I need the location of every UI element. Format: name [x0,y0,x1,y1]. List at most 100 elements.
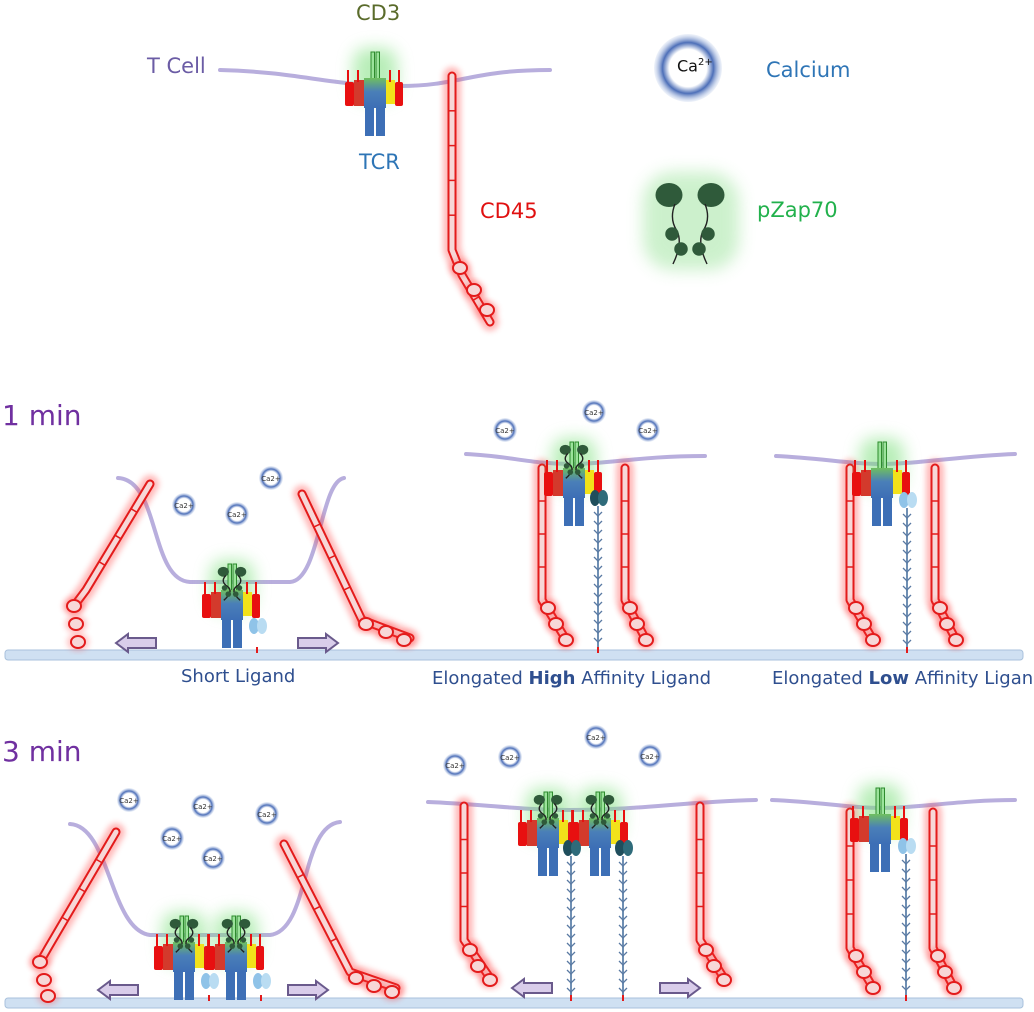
caption-high-affinity: Elongated High Affinity Ligand [432,670,711,688]
push-arrow-right [297,632,340,654]
calcium-ion-label: Ca2+ [586,734,606,742]
pzap70-domain [563,463,570,469]
ligand-chevron [618,897,628,903]
cd45-bead [558,633,574,647]
cd45-bead [348,971,364,985]
ligand-chevron [566,960,576,966]
pzap70-head [551,794,563,805]
cd3-red-3 [395,82,403,106]
ligand-chevron [566,951,576,957]
calcium-ion-label: Ca2+ [193,803,213,811]
legend-calcium-ion [654,34,722,102]
cd45-segment [296,873,305,879]
calcium-ion-small [584,725,608,749]
ligand-chevron [902,513,912,519]
push-arrow-right [659,977,702,999]
cd45-bead [865,981,881,995]
ligand-chevron [618,933,628,939]
ligand-head [623,840,633,856]
ligand-chevron [618,906,628,912]
tcr-body [173,942,195,972]
cd45-bead [36,973,52,987]
ligand-chevron [901,895,911,901]
cd3-yellow [585,470,594,494]
caption-high-post: Affinity Ligand [575,668,712,689]
cd3-red-2 [163,944,173,970]
cd45-core [37,829,119,965]
cd3-yellow [891,816,900,840]
ligand-head [899,492,909,508]
tcr-body [869,814,891,844]
calcium-ion-small [493,418,517,442]
tcr-alpha [365,108,374,136]
ligand-head [907,492,917,508]
cd3-legend-label: CD3 [356,1,401,25]
legend-pzap70-glow [643,172,739,270]
pzap70-head [577,444,589,455]
ligand-head [571,840,581,856]
cd45-bead [466,283,482,297]
cd45-bead [930,949,946,963]
pzap70-domain [221,585,228,591]
cd3-red [850,818,859,842]
cd45-bead [378,625,394,639]
cd3-yellow [386,80,395,104]
cd45-segment [95,858,103,864]
calcium-ion-label: Ca2+ [500,754,520,762]
cd3-red-2 [553,470,563,496]
cd3-red-3 [256,946,264,970]
cd3-red-3 [902,472,910,496]
pzap70-molecule [217,566,247,601]
pzap70-domain [567,469,574,475]
ligand-chevron [566,879,576,885]
ligand-chevron [593,511,603,517]
ligand-chevron [618,879,628,885]
calcium-ion [582,400,606,424]
ligand-chevron [901,886,911,892]
row2-low-cd45-left [841,803,884,997]
ligand-head [201,973,211,989]
pzap70-domain [184,943,191,949]
ligand-chevron [902,612,912,618]
calcium-ion-label: Ca2+ [640,753,660,761]
cd45-bead [540,601,556,615]
tcr-alpha [870,844,879,872]
pzap70-molecule [221,918,251,953]
cd45-segment [114,534,122,540]
calcium-ion-small [255,802,279,826]
row2-low-cd45-right [924,803,965,997]
row2-high-cd45-left [455,797,501,989]
tcr-legend-label: TCR [359,150,400,174]
cd45-legend-label: CD45 [480,199,538,223]
ligand-chevron [901,949,911,955]
cd45-bead [848,949,864,963]
ligand-chevron [566,978,576,984]
ligand-chevron [593,592,603,598]
push-arrow-left [96,979,139,1001]
ligand-chevron [593,547,603,553]
cd3-red-2 [859,816,869,842]
pzap70-head [655,183,683,207]
calcium-ion-small [201,846,225,870]
ligand [563,840,581,1001]
pzap70-domain [537,813,544,819]
pzap70-domain [541,819,548,825]
ligand-head [898,838,908,854]
pzap70-domain [173,937,180,943]
ligand-chevron [618,978,628,984]
arrow-shape [510,977,553,999]
ligand-head [598,490,608,506]
ligand-chevron [566,897,576,903]
pzap70-molecule [559,444,589,479]
cd45-bead [40,989,56,1003]
ligand-chevron [901,913,911,919]
t-cell-legend-label: T Cell [147,54,206,78]
cd3-yellow [243,592,252,616]
legend-cd45 [443,67,499,331]
ligand-head [209,973,219,989]
row1-low-cd45-right [926,459,967,649]
ligand-chevron [566,906,576,912]
cd3-red-2 [861,470,871,496]
tcr-beta [376,108,385,136]
surfaces-layer [4,649,1024,1009]
